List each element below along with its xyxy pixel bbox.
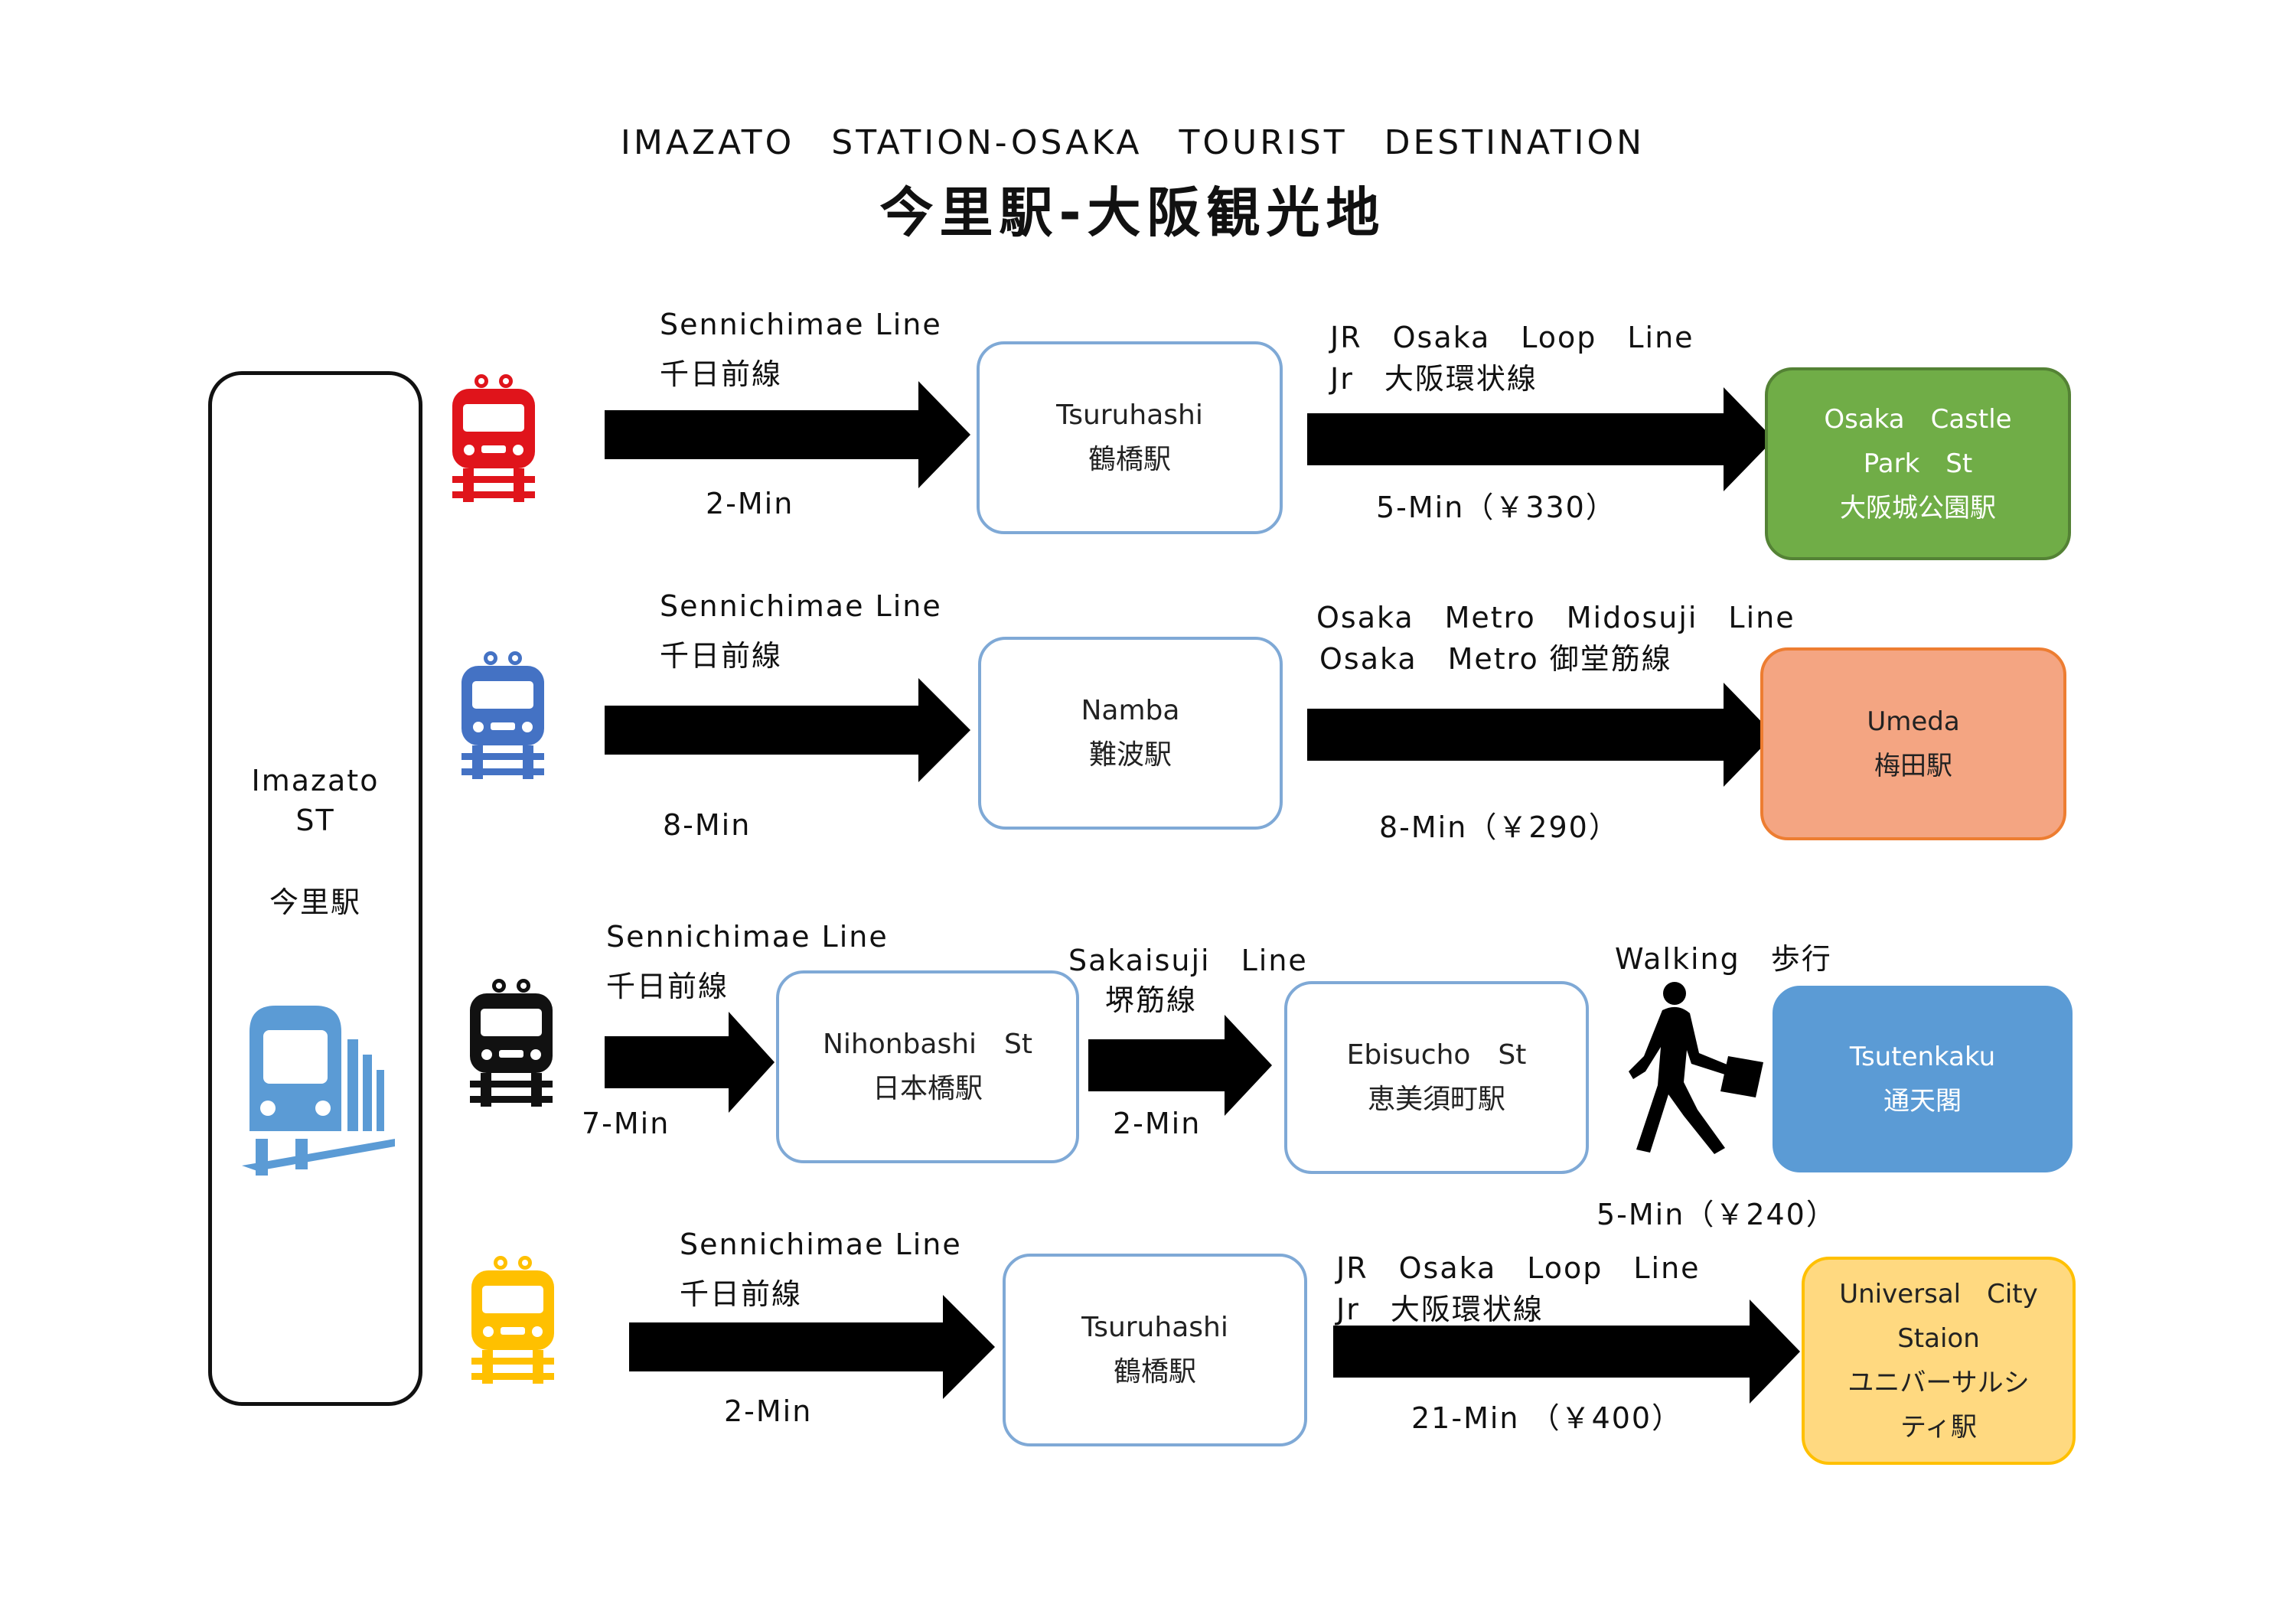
row2-leg1-line-jp: 千日前線	[660, 639, 783, 673]
arrow-row2-leg1	[605, 678, 970, 782]
origin-name-en: Imazato	[251, 764, 380, 797]
row3-leg3-time: 5-Min（￥240）	[1596, 1198, 1837, 1231]
destination-line: ティ駅	[1900, 1412, 1977, 1443]
transfer-station-nihonbashi: Nihonbashi St 日本橋駅	[776, 970, 1079, 1163]
row3-leg3-mode: Walking 歩行	[1615, 942, 1832, 976]
row3-leg2-line-en: Sakaisuji Line	[1068, 944, 1308, 977]
row2-leg2-time: 8-Min（￥290）	[1379, 810, 1619, 844]
transfer-station-tsuruhashi-2: Tsuruhashi 鶴橋駅	[1003, 1254, 1307, 1446]
row3-leg2-line-jp: 堺筋線	[1105, 983, 1198, 1017]
transfer-name-jp: 鶴橋駅	[1113, 1356, 1196, 1388]
yellow-train-icon	[471, 1256, 554, 1384]
arrow-row1-leg1	[605, 381, 970, 488]
row2-leg1-line-en: Sennichimae Line	[660, 589, 942, 623]
destination-universal-city: Universal City Staion ユニバーサルシ ティ駅	[1802, 1257, 2076, 1465]
arrow-row1-leg2	[1307, 387, 1774, 491]
transfer-station-ebisucho: Ebisucho St 恵美須町駅	[1284, 981, 1589, 1174]
destination-umeda: Umeda 梅田駅	[1760, 647, 2066, 840]
arrow-row4-leg1	[629, 1295, 995, 1399]
transfer-name-jp: 恵美須町駅	[1367, 1084, 1505, 1115]
train-icon	[242, 1006, 395, 1176]
destination-line: 梅田駅	[1874, 751, 1952, 781]
destination-line: 大阪城公園駅	[1840, 493, 1996, 523]
transfer-name-en: Tsuruhashi	[1081, 1312, 1228, 1343]
transfer-name-jp: 鶴橋駅	[1088, 444, 1171, 475]
destination-tsutenkaku: Tsutenkaku 通天閣	[1773, 986, 2073, 1172]
destination-line: 通天閣	[1883, 1086, 1962, 1117]
destination-line: ユニバーサルシ	[1848, 1368, 2030, 1398]
row4-leg1-time: 2-Min	[724, 1394, 813, 1428]
arrow-row2-leg2	[1307, 683, 1774, 787]
row2-leg1-time: 8-Min	[663, 808, 752, 842]
transfer-name-en: Nihonbashi St	[822, 1029, 1033, 1060]
row1-leg1-line-en: Sennichimae Line	[660, 308, 942, 341]
row1-leg1-line-jp: 千日前線	[660, 357, 783, 391]
row4-leg2-line-en: JR Osaka Loop Line	[1336, 1251, 1701, 1285]
row4-leg1-line-en: Sennichimae Line	[680, 1228, 962, 1261]
destination-line: Universal City	[1839, 1279, 2038, 1309]
transfer-name-jp: 日本橋駅	[872, 1073, 983, 1104]
destination-line: Park St	[1863, 448, 1973, 479]
row3-leg1-time: 7-Min	[582, 1107, 670, 1140]
title-japanese: 今里駅-大阪観光地	[879, 181, 1386, 244]
row4-leg2-time: 21-Min （￥400）	[1411, 1401, 1683, 1435]
row3-leg1-line-en: Sennichimae Line	[606, 920, 889, 954]
row1-leg2-line-en: JR Osaka Loop Line	[1330, 321, 1694, 354]
origin-name-en-suffix: ST	[295, 804, 335, 837]
destination-line: Tsutenkaku	[1849, 1042, 1996, 1072]
blue-train-icon	[461, 651, 544, 779]
row1-leg1-time: 2-Min	[706, 487, 794, 520]
destination-line: Staion	[1897, 1323, 1980, 1354]
red-train-icon	[452, 374, 535, 502]
black-train-icon	[470, 979, 553, 1107]
transfer-name-en: Ebisucho St	[1346, 1039, 1527, 1071]
transfer-station-tsuruhashi: Tsuruhashi 鶴橋駅	[977, 341, 1283, 534]
row3-leg2-time: 2-Min	[1113, 1107, 1202, 1140]
walking-person-icon	[1629, 982, 1763, 1154]
origin-name-jp: 今里駅	[269, 885, 361, 919]
origin-station-box	[208, 371, 422, 1406]
transfer-name-jp: 難波駅	[1088, 739, 1172, 771]
row2-leg2-line-en: Osaka Metro Midosuji Line	[1316, 601, 1795, 634]
transfer-name-en: Tsuruhashi	[1056, 399, 1203, 431]
arrow-row3-leg1	[605, 1012, 775, 1113]
destination-line: Umeda	[1867, 706, 1960, 737]
transfer-name-en: Namba	[1081, 695, 1180, 726]
arrow-row3-leg2	[1088, 1015, 1272, 1116]
row4-leg2-line-jp: Jr 大阪環状線	[1336, 1293, 1544, 1326]
row4-leg1-line-jp: 千日前線	[680, 1277, 803, 1311]
row3-leg1-line-jp: 千日前線	[606, 970, 729, 1003]
row2-leg2-line-jp: Osaka Metro 御堂筋線	[1319, 642, 1672, 676]
row1-leg2-line-jp: Jr 大阪環状線	[1330, 362, 1538, 396]
destination-osaka-castle-park: Osaka Castle Park St 大阪城公園駅	[1765, 367, 2071, 560]
transfer-station-namba: Namba 難波駅	[978, 637, 1283, 830]
row1-leg2-time: 5-Min（￥330）	[1376, 491, 1616, 524]
destination-line: Osaka Castle	[1824, 404, 2012, 435]
title-english: IMAZATO STATION-OSAKA TOURIST DESTINATIO…	[620, 123, 1645, 162]
arrow-row4-leg2	[1333, 1300, 1800, 1404]
